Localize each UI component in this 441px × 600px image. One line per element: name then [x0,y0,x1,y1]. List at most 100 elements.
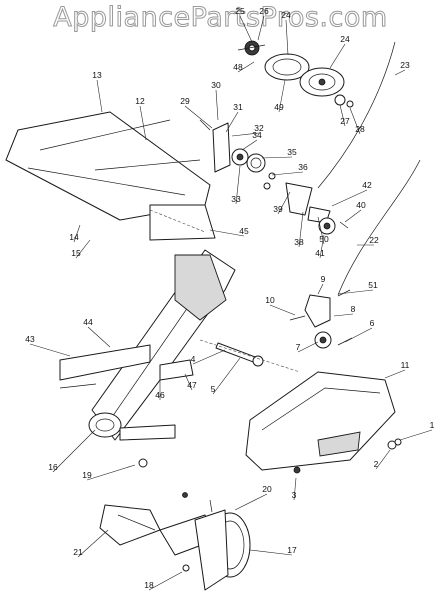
tine-shield [5,111,216,241]
callout-label-29: 29 [180,96,190,106]
transmission-housing [59,249,236,441]
callout-label-18: 18 [144,580,154,590]
callout-label-13: 13 [92,70,102,80]
callout-label-24: 24 [281,10,291,20]
callout-label-36: 36 [298,162,308,172]
callout-label-32: 32 [254,123,264,133]
callout-leader-36 [271,171,304,176]
callout-label-45: 45 [239,226,249,236]
callout-label-42: 42 [362,180,372,190]
callout-leader-13 [96,79,103,113]
callout-label-28: 28 [355,124,365,134]
axle-shaft [215,342,264,367]
callout-leader-20 [234,493,268,511]
callout-label-46: 46 [155,390,165,400]
lower-bracket [289,289,353,349]
callout-label-24: 24 [340,34,350,44]
belt-cover [199,339,402,474]
callout-label-7: 7 [296,342,301,352]
callout-label-22: 22 [369,235,379,245]
callout-leader-4 [192,349,226,365]
callout-label-51: 51 [368,280,378,290]
callout-leader-17 [249,549,293,556]
callout-leader-24 [329,43,346,69]
callout-label-1: 1 [430,420,435,430]
callout-leader-44 [87,326,111,348]
callout-label-12: 12 [135,96,145,106]
callout-label-17: 17 [287,545,297,555]
callout-label-49: 49 [274,102,284,112]
callout-leader-26 [257,15,265,41]
callout-label-48: 48 [233,62,243,72]
callout-label-43: 43 [25,334,35,344]
callout-leader-31 [225,111,239,133]
callout-leader-10 [269,304,296,316]
callout-leader-16 [52,429,96,473]
callout-label-9: 9 [321,274,326,284]
callout-label-8: 8 [351,304,356,314]
callout-leader-5 [212,357,241,395]
callout-leader-8 [333,313,354,317]
callout-leader-43 [29,343,71,357]
callout-leader-41 [319,234,325,259]
callout-leader-21 [77,529,109,558]
callout-leader-18 [148,571,183,591]
callout-label-21: 21 [73,547,83,557]
callout-label-34: 34 [252,130,262,140]
callout-leader-32 [231,132,260,137]
callout-leader-33 [235,165,241,205]
callout-leader-24 [285,19,289,56]
idler-bracket [199,119,276,190]
callout-leader-1 [399,429,433,441]
callout-leader-35 [261,156,293,159]
callout-label-25: 25 [235,6,245,16]
callout-label-14: 14 [69,232,79,242]
callout-leader-39 [277,191,291,215]
callout-leader-48 [237,61,255,73]
callout-leader-49 [278,79,286,113]
callout-leader-28 [349,107,361,135]
cable-bracket [285,159,421,296]
callout-label-23: 23 [400,60,410,70]
callout-label-35: 35 [287,147,297,157]
callout-leader-12 [139,105,147,141]
callout-label-33: 33 [231,194,241,204]
callout-label-44: 44 [83,317,93,327]
callout-label-10: 10 [265,295,275,305]
callout-label-19: 19 [82,470,92,480]
callout-leader-29 [184,105,213,129]
callout-label-11: 11 [401,360,410,370]
callout-leader-2 [375,449,391,470]
callout-leader-19 [86,464,136,481]
callout-label-39: 39 [273,204,283,214]
callout-leader-45 [209,229,245,237]
callout-leader-42 [331,189,368,207]
callout-label-38: 38 [294,237,304,247]
callout-leader-47 [184,373,193,391]
callout-label-31: 31 [233,102,243,112]
callout-leader-27 [339,104,346,127]
callout-leader-51 [337,289,374,295]
callout-label-40: 40 [356,200,366,210]
callout-leader-9 [317,283,324,295]
callout-label-30: 30 [211,80,221,90]
callout-label-50: 50 [319,234,329,244]
callout-leader-30 [215,89,219,121]
callout-label-5: 5 [211,384,216,394]
callout-leader-40 [344,209,362,223]
callout-leader-14 [73,224,81,243]
callout-label-15: 15 [71,248,81,258]
callout-label-27: 27 [340,116,350,126]
callout-label-41: 41 [315,248,325,258]
callout-label-3: 3 [292,490,297,500]
callout-leader-38 [298,211,304,248]
callout-leader-6 [344,327,373,343]
callout-leader-3 [293,477,297,501]
pulley-assembly [237,40,396,189]
callout-leader-23 [394,69,406,76]
callout-leader-15 [75,239,91,259]
callout-label-6: 6 [370,318,375,328]
